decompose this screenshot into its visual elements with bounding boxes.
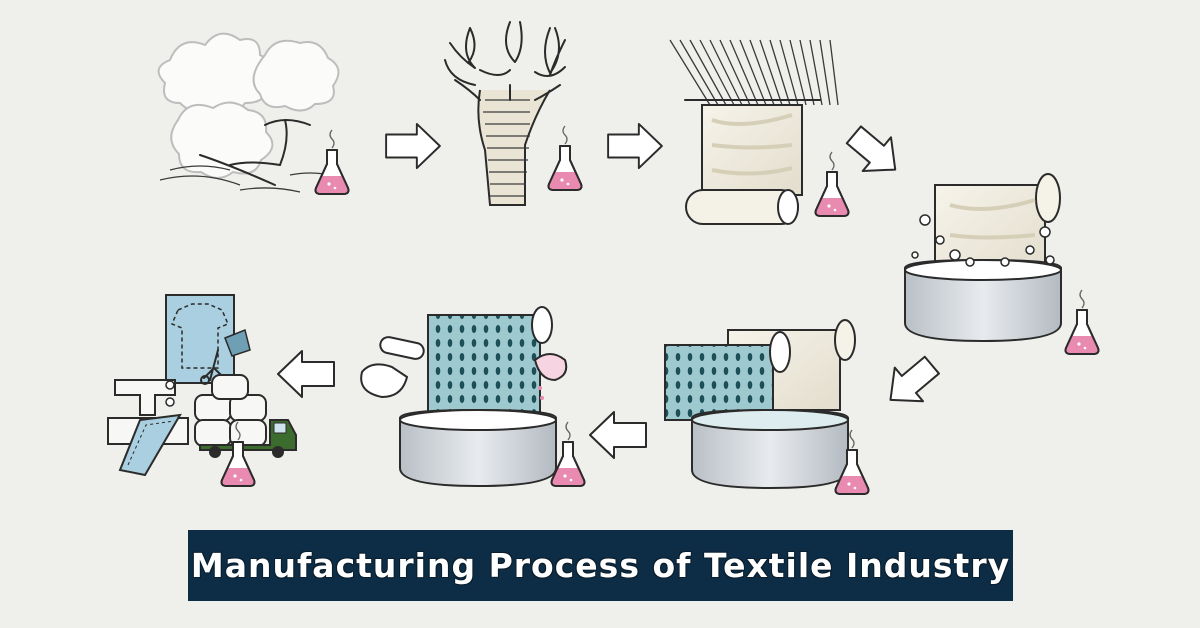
garment-sewing-icon: [107, 294, 297, 487]
cotton-bolls-icon: [157, 32, 350, 195]
spinning-yarn-icon: [444, 21, 583, 206]
arrow-diagonal-icon: [889, 355, 940, 403]
dyeing-vat-icon: [664, 319, 870, 495]
weaving-loom-icon: [669, 39, 850, 225]
washing-vat-icon: [904, 173, 1100, 355]
arrow-diagonal-icon: [845, 125, 897, 172]
arrow-right-icon: [385, 122, 441, 170]
arrow-right-icon: [607, 122, 663, 170]
printing-vat-icon: [360, 306, 586, 488]
arrow-left-icon: [589, 411, 647, 459]
arrow-left-icon: [277, 350, 335, 398]
title-banner: Manufacturing Process of Textile Industr…: [188, 530, 1013, 601]
page-title: Manufacturing Process of Textile Industr…: [190, 546, 1011, 585]
